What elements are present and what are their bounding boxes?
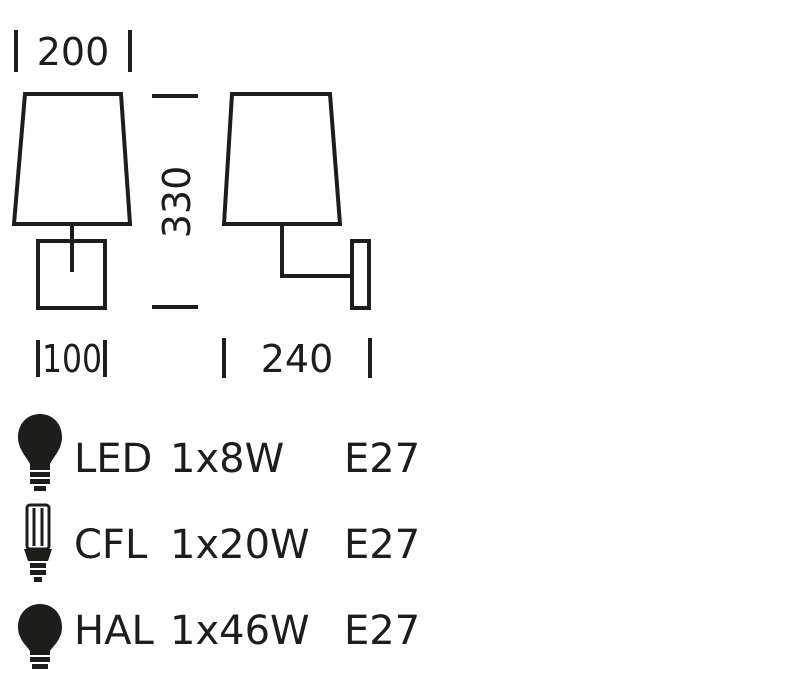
spec-row-cfl: CFL 1x20W E27 xyxy=(74,522,420,568)
front-lampshade xyxy=(11,92,133,226)
spec-row-led: LED 1x8W E27 xyxy=(74,436,420,482)
base-width-label: 100 xyxy=(42,337,102,381)
front-wall-plate xyxy=(36,239,107,310)
side-lampshade xyxy=(221,92,343,226)
led-bulb-icon xyxy=(18,414,62,491)
side-arm xyxy=(280,224,352,278)
shade-width-label: 200 xyxy=(37,30,110,74)
height-dimension: 330 xyxy=(152,94,199,309)
shade-width-dimension: 200 xyxy=(14,30,132,74)
hal-socket: E27 xyxy=(344,608,420,654)
projection-dimension: 240 xyxy=(222,337,372,381)
front-view-lamp xyxy=(11,92,133,310)
led-power: 1x8W xyxy=(170,436,284,482)
cfl-type: CFL xyxy=(74,522,148,568)
side-view-lamp xyxy=(221,92,371,310)
height-label: 330 xyxy=(155,166,199,239)
cfl-power: 1x20W xyxy=(170,522,310,568)
base-width-dimension: 100 xyxy=(36,337,107,381)
halogen-bulb-icon xyxy=(18,604,62,669)
cfl-bulb-icon xyxy=(24,503,52,582)
led-type: LED xyxy=(74,436,152,482)
spec-row-hal: HAL 1x46W E27 xyxy=(74,608,420,654)
side-wall-plate xyxy=(350,239,371,310)
hal-type: HAL xyxy=(74,608,154,654)
projection-label: 240 xyxy=(261,337,334,381)
cfl-socket: E27 xyxy=(344,522,420,568)
hal-power: 1x46W xyxy=(170,608,310,654)
led-socket: E27 xyxy=(344,436,420,482)
